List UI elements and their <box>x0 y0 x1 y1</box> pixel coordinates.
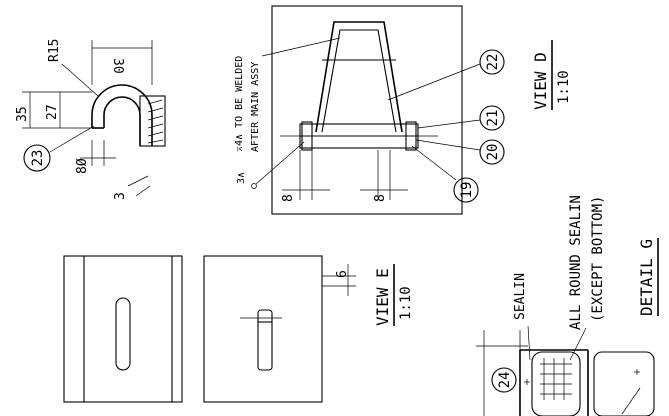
detail-g: SEALIN 24 ALL ROUND SEALIN (EXCEPT BOTTO… <box>476 195 659 416</box>
detail-g-note-1: ALL ROUND SEALIN <box>568 195 584 330</box>
bracket-inner <box>321 29 397 133</box>
weld-grid <box>540 358 572 400</box>
balloon-20-label: 20 <box>485 144 501 161</box>
balloon-23 <box>23 144 51 172</box>
plate-upper <box>63 255 183 403</box>
slot-upper <box>115 297 131 371</box>
balloon-24 <box>491 367 517 393</box>
weld-note-1: ⌅4∧ TO BE WELDED <box>234 56 245 152</box>
weld-note-2: AFTER MAIN ASSY <box>250 62 261 152</box>
weld-small: 3 <box>113 192 128 200</box>
detail-profile <box>519 349 589 416</box>
view-d-title: VIEW D <box>531 52 550 110</box>
slot-lower <box>257 309 273 371</box>
balloon-22 <box>479 49 505 75</box>
view-e: 6 VIEW E 1:10 <box>63 255 414 403</box>
dim-35: 35 <box>15 106 30 122</box>
profile-section: 30 R15 35 27 8Ø 3 23 <box>15 39 166 200</box>
weld-symbol: 3∧ <box>236 172 247 184</box>
detail-g-title: DETAIL G <box>637 239 656 316</box>
radius-label: R15 <box>47 39 62 62</box>
hook-inner <box>103 96 141 146</box>
dim-8-right: 8 <box>373 194 388 202</box>
balloon-19 <box>453 177 479 203</box>
dim-dia: 8Ø <box>75 158 90 174</box>
balloon-22-label: 22 <box>485 54 501 71</box>
view-d: ⌅4∧ TO BE WELDED AFTER MAIN ASSY 3∧ 8 8 … <box>234 5 572 215</box>
balloon-19-label: 19 <box>459 182 475 199</box>
detail-block-right <box>593 351 655 416</box>
balloon-23-label: 23 <box>30 150 46 167</box>
dim-30: 30 <box>110 58 125 74</box>
sealin-label: SEALIN <box>513 273 528 320</box>
weld-block <box>139 95 166 147</box>
bracket-outer <box>315 21 403 133</box>
view-e-dim-6: 6 <box>335 270 350 278</box>
detail-g-note-2: (EXCEPT BOTTOM) <box>590 196 606 322</box>
balloon-21 <box>479 105 505 131</box>
detail-block <box>531 351 581 416</box>
balloon-21-label: 21 <box>485 110 501 127</box>
seal-marks <box>524 369 640 385</box>
view-e-title: VIEW E <box>373 268 392 326</box>
view-d-scale: 1:10 <box>556 70 572 104</box>
dim-27: 27 <box>45 104 60 120</box>
view-d-frame <box>271 5 463 215</box>
hook-outer <box>91 84 153 146</box>
view-e-scale: 1:10 <box>398 286 414 320</box>
plate-lower <box>203 255 323 403</box>
balloon-24-label: 24 <box>497 372 513 389</box>
dim-8-left: 8 <box>281 194 296 202</box>
weld-hatch <box>147 99 164 144</box>
balloon-20 <box>479 139 505 165</box>
